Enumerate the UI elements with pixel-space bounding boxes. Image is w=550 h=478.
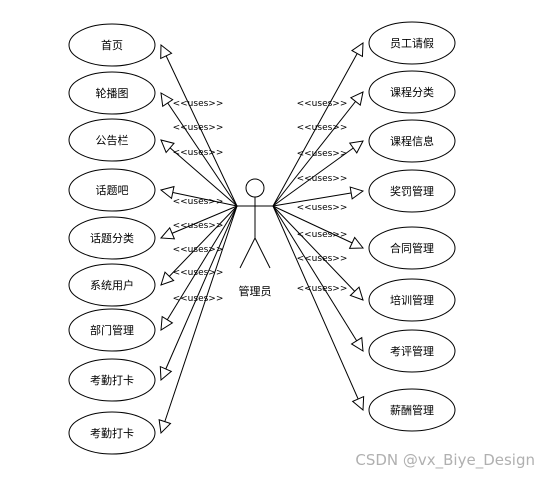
uses-label: <<uses>> <box>297 254 348 264</box>
right-use-case-label: 合同管理 <box>390 241 434 255</box>
right-association-line <box>272 190 364 207</box>
left-arrow-head <box>159 226 176 240</box>
right-use-case-ellipse <box>368 226 456 270</box>
uses-label: <<uses>> <box>173 148 224 158</box>
left-use-case-ellipse <box>68 118 156 162</box>
left-use-case-label: 话题吧 <box>96 184 129 197</box>
uses-label: <<uses>> <box>297 99 348 109</box>
right-association-line <box>272 91 364 207</box>
uses-label: <<uses>> <box>297 284 348 294</box>
actor-leg-left <box>239 237 256 269</box>
uses-label: <<uses>> <box>173 245 224 255</box>
right-arrow-head <box>350 336 364 352</box>
watermark: CSDN @vx_Biye_Design <box>355 451 535 470</box>
right-arrow-head <box>349 91 364 107</box>
uses-label: <<uses>> <box>173 221 224 231</box>
uses-labels: <<uses>> <<uses>> <<uses>> <<uses>> <<uses>>… <box>173 99 348 304</box>
left-use-case-ellipse <box>68 216 156 260</box>
left-association-line <box>160 205 238 434</box>
left-arrow-head <box>160 315 174 331</box>
left-association-line <box>160 92 238 207</box>
left-use-case-ellipse <box>68 411 156 455</box>
right-use-case-ellipse <box>368 169 456 213</box>
right-use-case-label: 课程分类 <box>390 85 434 99</box>
left-arrow-head <box>159 365 173 382</box>
left-use-case-label: 系统用户 <box>90 278 134 292</box>
uses-label: <<uses>> <box>297 149 348 159</box>
left-arrow-head <box>160 139 175 154</box>
right-use-case-label: 员工请假 <box>390 36 434 50</box>
right-use-case-label: 培训管理 <box>390 293 434 307</box>
actor-head <box>245 178 265 198</box>
left-association-line <box>160 139 238 207</box>
left-association-line <box>160 44 238 207</box>
right-use-case-label: 考评管理 <box>390 344 434 358</box>
left-use-case-ellipse <box>68 308 156 352</box>
right-association-line <box>272 205 364 301</box>
right-arrow-head <box>349 186 365 200</box>
right-use-case-ellipse <box>368 388 456 432</box>
left-association-line <box>160 205 238 331</box>
uses-label: <<uses>> <box>297 123 348 133</box>
left-association-line <box>160 205 238 381</box>
right-use-case-ellipse <box>368 278 456 322</box>
uses-label: <<uses>> <box>173 294 224 304</box>
right-use-case-ellipse <box>368 70 456 114</box>
uses-label: <<uses>> <box>297 230 348 240</box>
left-use-case-ellipse <box>68 168 156 212</box>
left-association-line <box>160 189 238 207</box>
right-use-case-label: 薪酬管理 <box>390 403 434 417</box>
left-arrow-head <box>160 43 173 60</box>
actor-leg-right <box>254 237 271 269</box>
uses-label: <<uses>> <box>173 99 224 109</box>
left-use-case-label: 考勤打卡 <box>90 373 134 387</box>
right-association-line <box>272 42 364 207</box>
right-use-case-ellipse <box>368 119 456 163</box>
right-use-case-label: 奖罚管理 <box>390 184 434 198</box>
left-use-case-label: 部门管理 <box>90 323 134 337</box>
left-use-case-label: 首页 <box>101 38 123 52</box>
left-association-line <box>160 205 238 286</box>
right-association-line <box>272 205 364 352</box>
left-arrow-head <box>159 185 175 200</box>
left-use-case-ellipse <box>68 358 156 402</box>
right-association-line <box>272 205 364 249</box>
left-arrow-head <box>160 92 174 108</box>
right-use-case-ellipse <box>368 329 456 373</box>
uses-label: <<uses>> <box>173 268 224 278</box>
left-arrow-head <box>160 271 175 286</box>
left-arrow-head <box>158 418 172 435</box>
left-association-line <box>160 205 238 239</box>
uses-label: <<uses>> <box>173 197 224 207</box>
right-arrow-head <box>351 395 365 412</box>
uses-label: <<uses>> <box>297 203 348 213</box>
left-use-case-label: 考勤打卡 <box>90 426 134 440</box>
uses-label: <<uses>> <box>173 123 224 133</box>
left-use-case-ellipse <box>68 23 156 67</box>
right-association-line <box>272 140 364 207</box>
left-use-case-label: 公告栏 <box>96 133 129 147</box>
left-use-case-label: 话题分类 <box>90 231 134 245</box>
right-use-case-label: 课程信息 <box>390 134 434 148</box>
uses-label: <<uses>> <box>297 174 348 184</box>
right-arrow-head <box>348 140 364 154</box>
right-association-line <box>272 205 364 411</box>
right-arrow-head <box>348 236 365 249</box>
left-use-case-label: 轮播图 <box>96 86 129 100</box>
association-lines <box>158 42 365 435</box>
left-use-case-ellipse <box>68 263 156 307</box>
right-arrow-head <box>349 286 364 301</box>
use-cases: 首页轮播图公告栏话题吧话题分类系统用户部门管理考勤打卡考勤打卡员工请假课程分类课… <box>68 21 456 455</box>
right-use-case-ellipse <box>368 21 456 65</box>
actor-label: 管理员 <box>239 284 272 298</box>
left-use-case-ellipse <box>68 71 156 115</box>
right-arrow-head <box>350 42 364 58</box>
actor: 管理员 <box>237 178 273 298</box>
